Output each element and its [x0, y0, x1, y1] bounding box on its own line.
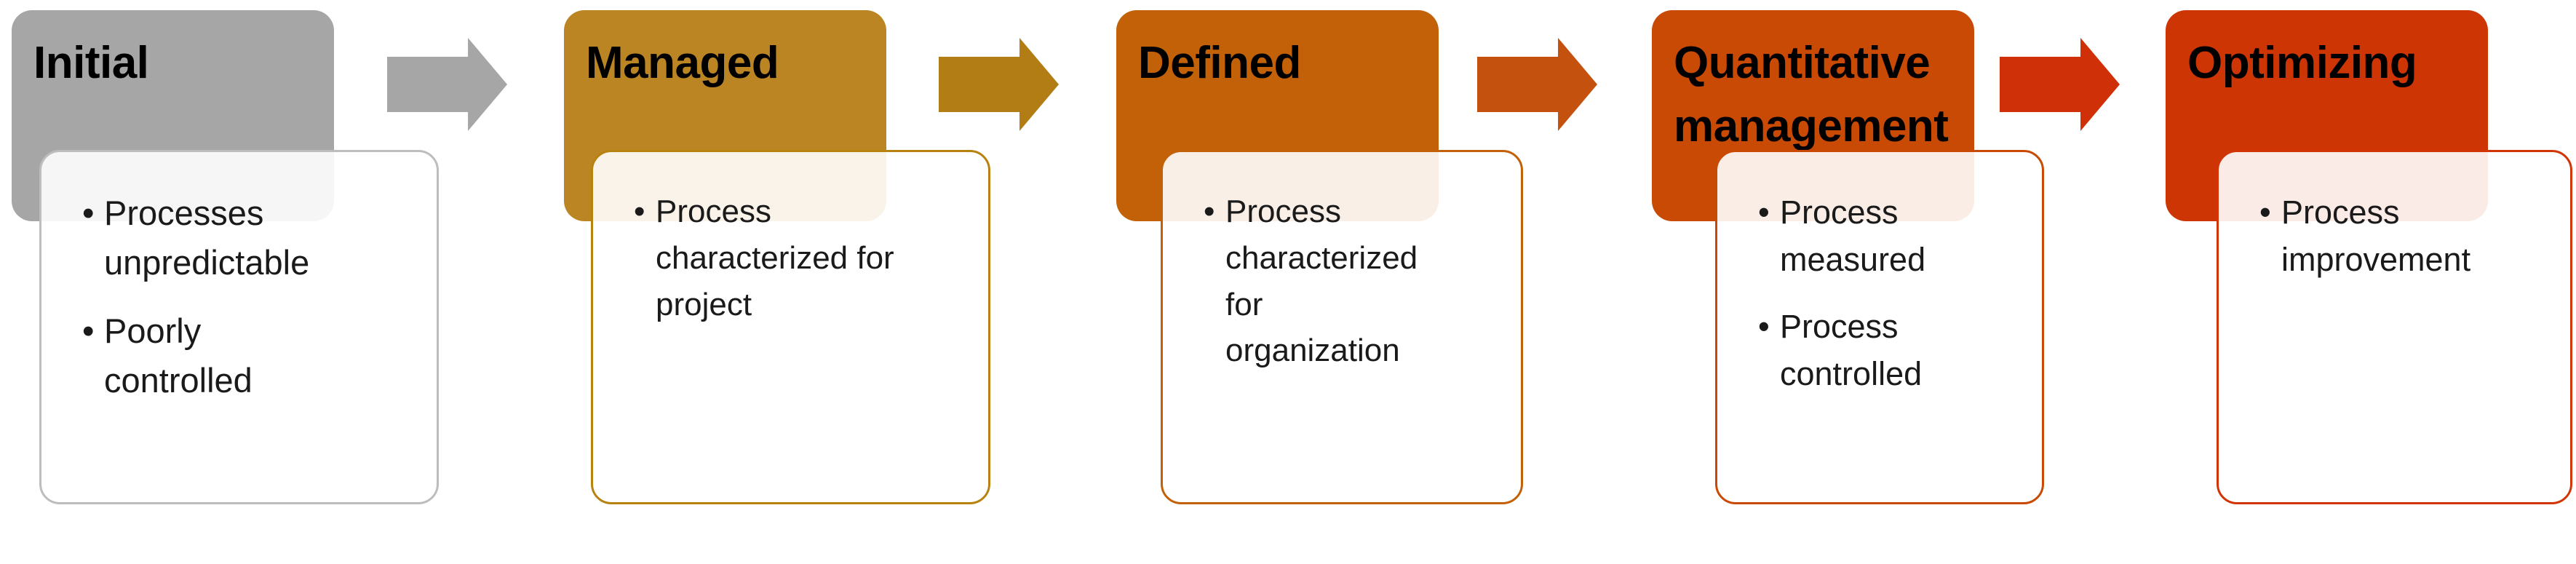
bullet-item: Process characterized for project: [634, 188, 918, 327]
stage-title: Quantitative management: [1674, 38, 1949, 151]
stage-defined-card: Process characterized for organization: [1161, 150, 1523, 504]
stage-quantitative-management-card: Process measured Process controlled: [1715, 150, 2044, 504]
bullet-list: Processes unpredictable Poorly controlle…: [41, 152, 437, 406]
right-arrow-icon: [939, 38, 1059, 131]
right-arrow-icon: [387, 38, 507, 131]
right-arrow-icon: [2000, 38, 2120, 131]
stage-managed-card: Process characterized for project: [591, 150, 990, 504]
bullet-list: Process measured Process controlled: [1717, 152, 2042, 397]
bullet-list: Process improvement: [2219, 152, 2570, 284]
bullet-item: Process improvement: [2259, 188, 2500, 284]
stage-initial-card: Processes unpredictable Poorly controlle…: [39, 150, 439, 504]
bullet-list: Process characterized for project: [593, 152, 988, 327]
stage-optimizing-card: Process improvement: [2217, 150, 2572, 504]
right-arrow-icon: [1477, 38, 1597, 131]
bullet-item: Poorly controlled: [82, 306, 330, 405]
stage-title: Initial: [33, 38, 149, 88]
bullet-item: Processes unpredictable: [82, 188, 330, 287]
bullet-item: Process controlled: [1758, 303, 1962, 398]
bullet-item: Process characterized for organization: [1204, 188, 1433, 374]
bullet-list: Process characterized for organization: [1163, 152, 1521, 374]
stage-title: Defined: [1138, 38, 1301, 88]
bullet-item: Process measured: [1758, 188, 1962, 284]
stage-title: Managed: [586, 38, 779, 88]
stage-title: Optimizing: [2187, 38, 2417, 88]
